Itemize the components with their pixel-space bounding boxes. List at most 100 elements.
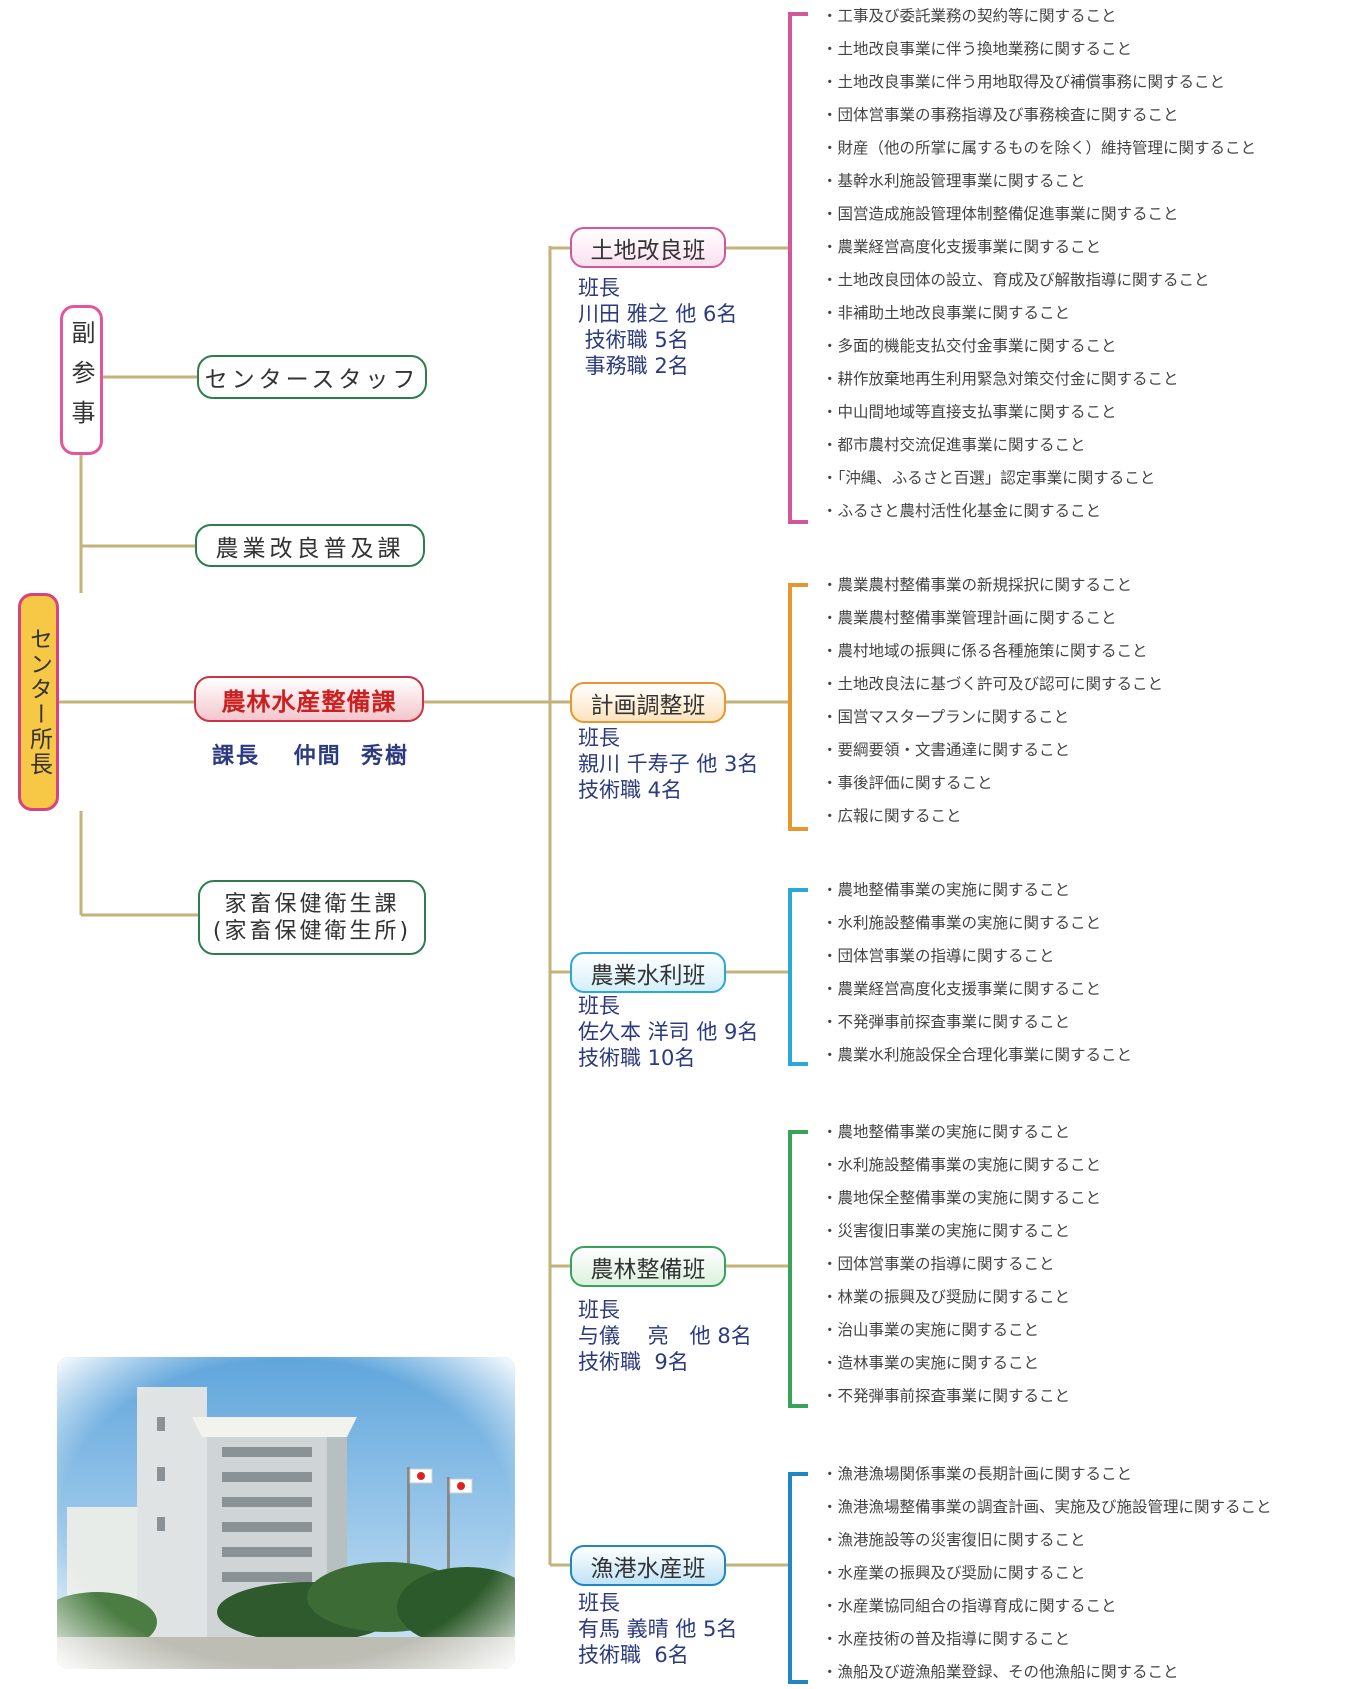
duty-item: ・中山間地域等直接支払事業に関すること bbox=[822, 403, 1117, 421]
team-member-line: 技術職 10名 bbox=[578, 1046, 696, 1070]
duty-item: ・農地整備事業の実施に関すること bbox=[822, 1123, 1071, 1141]
section-livestock-line2: (家畜保健衛生所) bbox=[212, 918, 412, 944]
team-box: 漁港水産班 bbox=[570, 1545, 726, 1586]
duty-item: ・漁港施設等の災害復旧に関すること bbox=[822, 1531, 1086, 1549]
duty-bracket bbox=[788, 1130, 808, 1408]
section-livestock-line1: 家畜保健衛生課 bbox=[224, 891, 400, 917]
vice-director-box: 副参事 bbox=[60, 305, 103, 455]
section-center-staff-label: センタースタッフ bbox=[204, 367, 420, 393]
duty-item: ・水利施設整備事業の実施に関すること bbox=[822, 1156, 1102, 1174]
team-name: 農林整備班 bbox=[590, 1256, 706, 1283]
duty-item: ・「沖縄、ふるさと百選」認定事業に関すること bbox=[822, 469, 1156, 487]
duty-item: ・農村地域の振興に係る各種施策に関すること bbox=[822, 642, 1148, 660]
duty-item: ・漁港漁場関係事業の長期計画に関すること bbox=[822, 1465, 1133, 1483]
team-name: 計画調整班 bbox=[590, 692, 706, 719]
team-duty-list: ・工事及び委託業務の契約等に関すること・土地改良事業に伴う換地業務に関すること・… bbox=[822, 0, 1256, 528]
team-name: 土地改良班 bbox=[590, 237, 706, 264]
section-chief-name: 課長 仲間 秀樹 bbox=[212, 744, 409, 769]
duty-item: ・農業経営高度化支援事業に関すること bbox=[822, 238, 1102, 256]
duty-item: ・ふるさと農村活性化基金に関すること bbox=[822, 502, 1102, 520]
section-main-highlighted: 農林水産整備課 bbox=[194, 676, 424, 722]
team-members: 班長親川 千寿子 他 3名技術職 4名 bbox=[578, 725, 758, 803]
duty-item: ・団体営事業の指導に関すること bbox=[822, 947, 1055, 965]
team-member-line: 班長 bbox=[578, 276, 620, 300]
duty-item: ・土地改良団体の設立、育成及び解散指導に関すること bbox=[822, 271, 1210, 289]
team-box: 農林整備班 bbox=[570, 1246, 726, 1287]
team-members: 班長川田 雅之 他 6名 技術職 5名 事務職 2名 bbox=[578, 275, 737, 379]
duty-item: ・治山事業の実施に関すること bbox=[822, 1321, 1040, 1339]
team-member-line: 班長 bbox=[578, 726, 620, 750]
duty-item: ・災害復旧事業の実施に関すること bbox=[822, 1222, 1071, 1240]
duty-item: ・土地改良事業に伴う換地業務に関すること bbox=[822, 40, 1133, 58]
team-name: 農業水利班 bbox=[590, 962, 706, 989]
vice-director-label: 副参事 bbox=[67, 320, 95, 440]
duty-item: ・漁船及び遊漁船業登録、その他漁船に関すること bbox=[822, 1663, 1179, 1681]
team-member-line: 技術職 6名 bbox=[578, 1643, 689, 1667]
team-member-line: 技術職 9名 bbox=[578, 1350, 689, 1374]
duty-item: ・水利施設整備事業の実施に関すること bbox=[822, 914, 1102, 932]
duty-item: ・農業水利施設保全合理化事業に関すること bbox=[822, 1046, 1133, 1064]
team-duty-list: ・農業農村整備事業の新規採択に関すること・農業農村整備事業管理計画に関すること・… bbox=[822, 569, 1163, 833]
team-member-line: 佐久本 洋司 他 9名 bbox=[578, 1020, 759, 1044]
section-center-staff: センタースタッフ bbox=[197, 355, 427, 399]
duty-bracket bbox=[788, 583, 808, 831]
duty-bracket bbox=[788, 1472, 808, 1684]
duty-item: ・不発弾事前探査事業に関すること bbox=[822, 1013, 1071, 1031]
team-members: 班長与儀 亮 他 8名技術職 9名 bbox=[578, 1297, 752, 1375]
duty-item: ・土地改良事業に伴う用地取得及び補償事務に関すること bbox=[822, 73, 1226, 91]
duty-item: ・農地整備事業の実施に関すること bbox=[822, 881, 1071, 899]
team-member-line: 技術職 5名 bbox=[578, 328, 689, 352]
duty-item: ・非補助土地改良事業に関すること bbox=[822, 304, 1071, 322]
duty-item: ・多面的機能支払交付金事業に関すること bbox=[822, 337, 1117, 355]
duty-item: ・農業農村整備事業の新規採択に関すること bbox=[822, 576, 1133, 594]
duty-bracket bbox=[788, 888, 808, 1066]
director-label: センター所長 bbox=[25, 627, 52, 777]
duty-item: ・都市農村交流促進事業に関すること bbox=[822, 436, 1086, 454]
section-agri-extension-label: 農業改良普及課 bbox=[215, 535, 405, 562]
duty-item: ・農地保全整備事業の実施に関すること bbox=[822, 1189, 1102, 1207]
duty-bracket bbox=[788, 12, 808, 524]
section-main-label: 農林水産整備課 bbox=[221, 687, 397, 716]
duty-item: ・要綱要領・文書通達に関すること bbox=[822, 741, 1071, 759]
duty-item: ・林業の振興及び奨励に関すること bbox=[822, 1288, 1071, 1306]
duty-item: ・団体営事業の指導に関すること bbox=[822, 1255, 1055, 1273]
team-member-line: 川田 雅之 他 6名 bbox=[578, 302, 738, 326]
duty-item: ・土地改良法に基づく許可及び認可に関すること bbox=[822, 675, 1164, 693]
team-duty-list: ・漁港漁場関係事業の長期計画に関すること・漁港漁場整備事業の調査計画、実施及び施… bbox=[822, 1458, 1272, 1689]
duty-item: ・水産技術の普及指導に関すること bbox=[822, 1630, 1071, 1648]
team-members: 班長佐久本 洋司 他 9名技術職 10名 bbox=[578, 993, 758, 1071]
director-box: センター所長 bbox=[18, 593, 59, 811]
team-box: 土地改良班 bbox=[570, 227, 726, 268]
team-name: 漁港水産班 bbox=[590, 1555, 706, 1582]
duty-item: ・工事及び委託業務の契約等に関すること bbox=[822, 7, 1117, 25]
duty-item: ・不発弾事前探査事業に関すること bbox=[822, 1387, 1071, 1405]
team-member-line: 班長 bbox=[578, 994, 620, 1018]
duty-item: ・国営マスタープランに関すること bbox=[822, 708, 1070, 726]
duty-item: ・耕作放棄地再生利用緊急対策交付金に関すること bbox=[822, 370, 1179, 388]
team-box: 計画調整班 bbox=[570, 682, 726, 723]
duty-item: ・水産業協同組合の指導育成に関すること bbox=[822, 1597, 1117, 1615]
team-box: 農業水利班 bbox=[570, 952, 726, 993]
duty-item: ・農業経営高度化支援事業に関すること bbox=[822, 980, 1102, 998]
building-photo bbox=[57, 1357, 515, 1669]
team-member-line: 事務職 2名 bbox=[578, 354, 689, 378]
team-member-line: 技術職 4名 bbox=[578, 778, 683, 802]
team-members: 班長有馬 義晴 他 5名技術職 6名 bbox=[578, 1590, 737, 1668]
section-livestock-hygiene: 家畜保健衛生課 (家畜保健衛生所) bbox=[198, 880, 426, 955]
team-duty-list: ・農地整備事業の実施に関すること・水利施設整備事業の実施に関すること・農地保全整… bbox=[822, 1116, 1101, 1413]
duty-item: ・基幹水利施設管理事業に関すること bbox=[822, 172, 1086, 190]
team-member-line: 有馬 義晴 他 5名 bbox=[578, 1617, 738, 1641]
team-member-line: 親川 千寿子 他 3名 bbox=[578, 752, 759, 776]
duty-item: ・水産業の振興及び奨励に関すること bbox=[822, 1564, 1086, 1582]
duty-item: ・国営造成施設管理体制整備促進事業に関すること bbox=[822, 205, 1179, 223]
building-illustration bbox=[57, 1357, 515, 1669]
team-member-line: 班長 bbox=[578, 1298, 620, 1322]
duty-item: ・農業農村整備事業管理計画に関すること bbox=[822, 609, 1117, 627]
section-agri-extension: 農業改良普及課 bbox=[195, 524, 425, 567]
duty-item: ・造林事業の実施に関すること bbox=[822, 1354, 1040, 1372]
duty-item: ・漁港漁場整備事業の調査計画、実施及び施設管理に関すること bbox=[822, 1498, 1272, 1516]
duty-item: ・事後評価に関すること bbox=[822, 774, 993, 792]
duty-item: ・財産（他の所掌に属するものを除く）維持管理に関すること bbox=[822, 139, 1257, 157]
team-duty-list: ・農地整備事業の実施に関すること・水利施設整備事業の実施に関すること・団体営事業… bbox=[822, 874, 1132, 1072]
